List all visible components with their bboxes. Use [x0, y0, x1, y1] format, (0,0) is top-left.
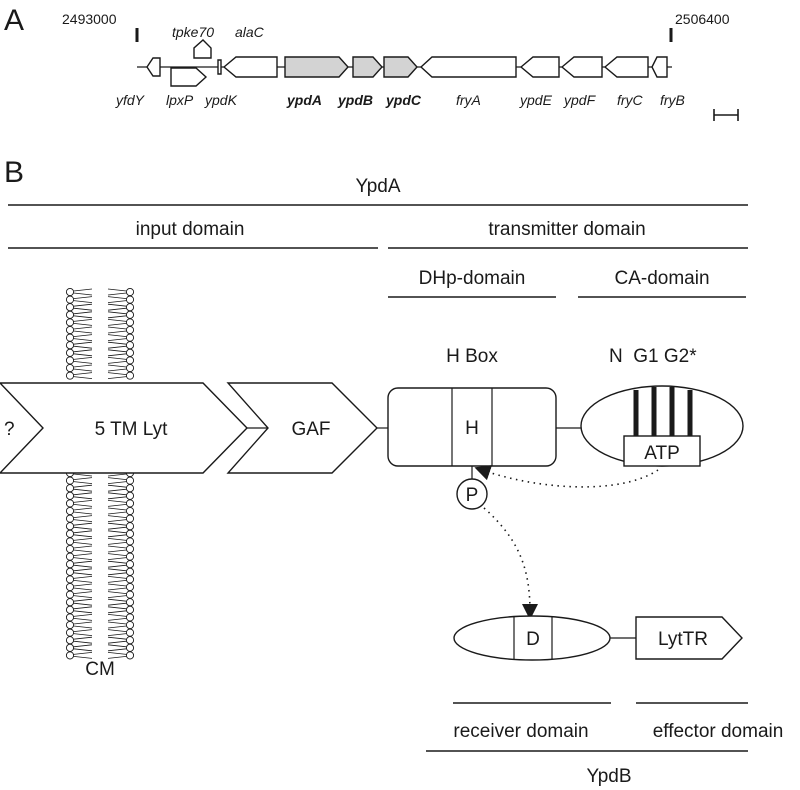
coord-start: 2493000 [62, 11, 117, 27]
transmitter-domain-label: transmitter domain [488, 219, 645, 240]
gene-label-alaC: alaC [235, 24, 265, 40]
gene-label-fryA: fryA [456, 92, 481, 108]
cm-label: CM [85, 659, 115, 680]
atp-binding-motifs [633, 387, 693, 436]
gene-arrow-ypdE [519, 56, 560, 78]
phosphate-label: P [466, 485, 479, 506]
gene-label-fryC: fryC [617, 92, 644, 108]
gene-label-tpke70: tpke70 [172, 24, 214, 40]
question-mark: ? [4, 419, 15, 440]
lyttr-label: LytTR [658, 629, 708, 650]
panel-b-label: B [4, 156, 24, 189]
gene-label-ypdF: ypdF [563, 92, 597, 108]
panel-a-label: A [4, 4, 24, 37]
gaf-label: GAF [291, 419, 330, 440]
tm-lyt-label: 5 TM Lyt [95, 419, 169, 440]
atp-pocket [623, 435, 701, 467]
gene-arrow-fryA [419, 56, 517, 78]
gene-arrow-ypdK [222, 56, 278, 78]
receiver-domain-label: receiver domain [453, 721, 588, 742]
ca-motifs-label: N G1 G2* [609, 346, 697, 367]
gene-label-ypdK: ypdK [204, 92, 238, 108]
gene-arrow-ypdC [383, 56, 418, 78]
h-box-label: H Box [446, 346, 498, 367]
atp-label: ATP [644, 443, 680, 464]
gene-arrow-fryC [603, 56, 649, 78]
gene-arrow-lpxP [170, 67, 208, 87]
scale-bar [713, 109, 739, 121]
ypdb-title: YpdB [586, 766, 631, 787]
effector-domain-label: effector domain [653, 721, 784, 742]
gene-arrow-ypdF [560, 56, 603, 78]
cell-membrane [65, 287, 135, 660]
gene-label-fryB: fryB [660, 92, 685, 108]
gene-arrow-ypdA [284, 56, 349, 78]
dhp-domain-label: DHp-domain [419, 268, 526, 289]
gaf-domain [226, 382, 378, 474]
tm-lyt-domain [0, 382, 248, 474]
p-to-d-arrow [483, 507, 538, 620]
gene-arrow-tpke70 [193, 39, 212, 59]
coord-end: 2506400 [675, 11, 730, 27]
phosphate-circle [456, 478, 488, 510]
gene-arrow-fryB [651, 56, 668, 78]
lyttr-domain [635, 616, 743, 660]
ca-domain-label: CA-domain [614, 268, 709, 289]
ypda-title: YpdA [355, 176, 400, 197]
gene-label-lpxP: lpxP [166, 92, 194, 108]
d-label: D [526, 629, 540, 650]
gene-label-ypdB: ypdB [337, 92, 373, 108]
input-domain-label: input domain [136, 219, 245, 240]
h-label: H [465, 418, 479, 439]
gene-arrow-ypdB [352, 56, 383, 78]
gene-arrow-yfdY [146, 57, 161, 77]
gene-label-ypdA: ypdA [286, 92, 322, 108]
gene-label-ypdC: ypdC [385, 92, 422, 108]
gene-label-ypdE: ypdE [519, 92, 553, 108]
atp-to-h-arrow [474, 465, 659, 488]
gene-label-yfdY: yfdY [115, 92, 146, 108]
gene-arrow-small [217, 59, 222, 75]
